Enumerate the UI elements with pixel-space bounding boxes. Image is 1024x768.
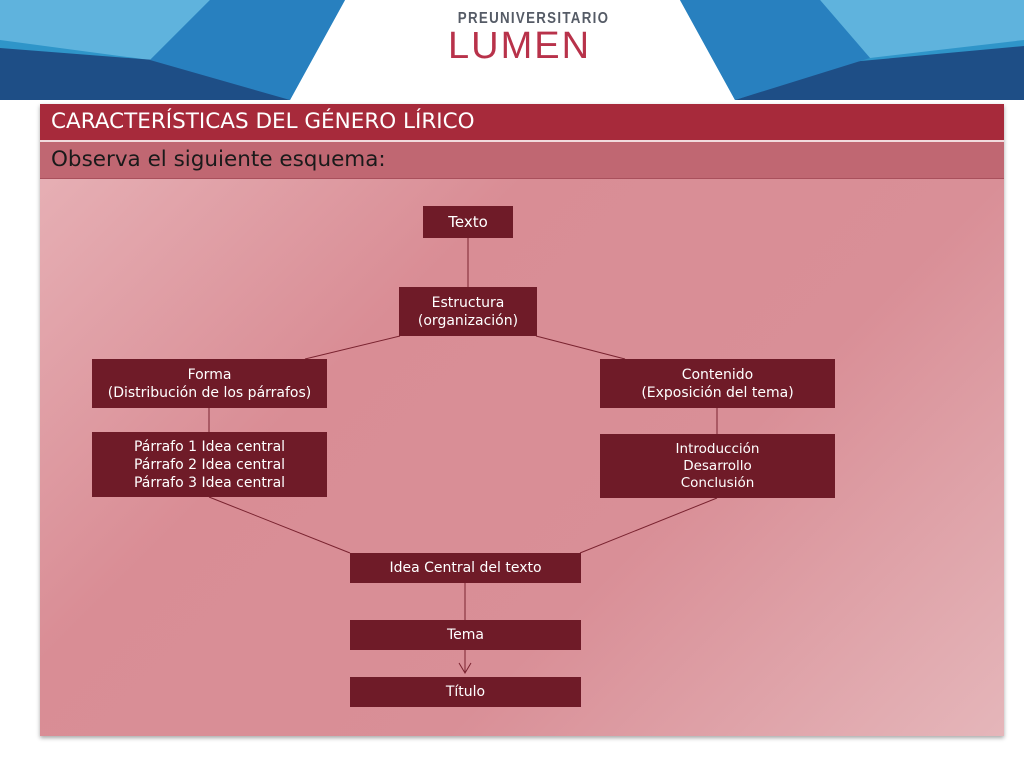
logo-small-text: PREUNIVERSITARIO — [457, 10, 610, 27]
node-idea-central: Idea Central del texto — [350, 553, 581, 583]
edge-estructura-forma — [304, 335, 401, 360]
slide-title: CARACTERÍSTICAS DEL GÉNERO LÍRICO — [51, 109, 475, 134]
node-partes: Introducción Desarrollo Conclusión — [600, 434, 835, 498]
node-forma-label: Forma (Distribución de los párrafos) — [107, 366, 312, 401]
node-tema-label: Tema — [446, 627, 484, 643]
arrowhead-titulo — [458, 662, 472, 674]
banner-left-shape-pale — [0, 0, 210, 60]
node-texto-label: Texto — [448, 213, 488, 231]
node-titulo: Título — [350, 677, 581, 707]
node-parrafos: Párrafo 1 Idea central Párrafo 2 Idea ce… — [92, 432, 327, 497]
node-texto: Texto — [423, 206, 513, 238]
banner-left-shape-mid — [150, 0, 345, 100]
node-contenido: Contenido (Exposición del tema) — [600, 359, 835, 408]
banner-right-shape-dark — [735, 46, 1024, 100]
edge-estructura-contenido — [535, 335, 626, 360]
subtitle-bar: Observa el siguiente esquema: — [40, 142, 1004, 179]
edge-parrafos-idea — [208, 496, 351, 554]
node-partes-label: Introducción Desarrollo Conclusión — [675, 440, 760, 491]
node-parrafos-label: Párrafo 1 Idea central Párrafo 2 Idea ce… — [133, 438, 286, 491]
node-estructura: Estructura (organización) — [399, 287, 537, 336]
header-banner — [0, 0, 1024, 100]
node-tema: Tema — [350, 620, 581, 650]
node-contenido-label: Contenido (Exposición del tema) — [641, 366, 794, 401]
lumen-logo: PREUNIVERSITARIO LUMEN — [448, 10, 610, 67]
banner-right-shape-pale — [820, 0, 1024, 58]
title-bar: CARACTERÍSTICAS DEL GÉNERO LÍRICO — [40, 104, 1004, 142]
slide-subtitle: Observa el siguiente esquema: — [51, 147, 386, 172]
banner-right-shape-mid — [680, 0, 870, 100]
banner-left-shape-dark — [0, 48, 290, 100]
node-forma: Forma (Distribución de los párrafos) — [92, 359, 327, 408]
node-idea-central-label: Idea Central del texto — [389, 560, 542, 576]
node-titulo-label: Título — [445, 684, 486, 700]
edge-partes-idea — [579, 497, 718, 554]
node-estructura-label: Estructura (organización) — [417, 294, 519, 329]
logo-main-text: LUMEN — [448, 25, 592, 67]
